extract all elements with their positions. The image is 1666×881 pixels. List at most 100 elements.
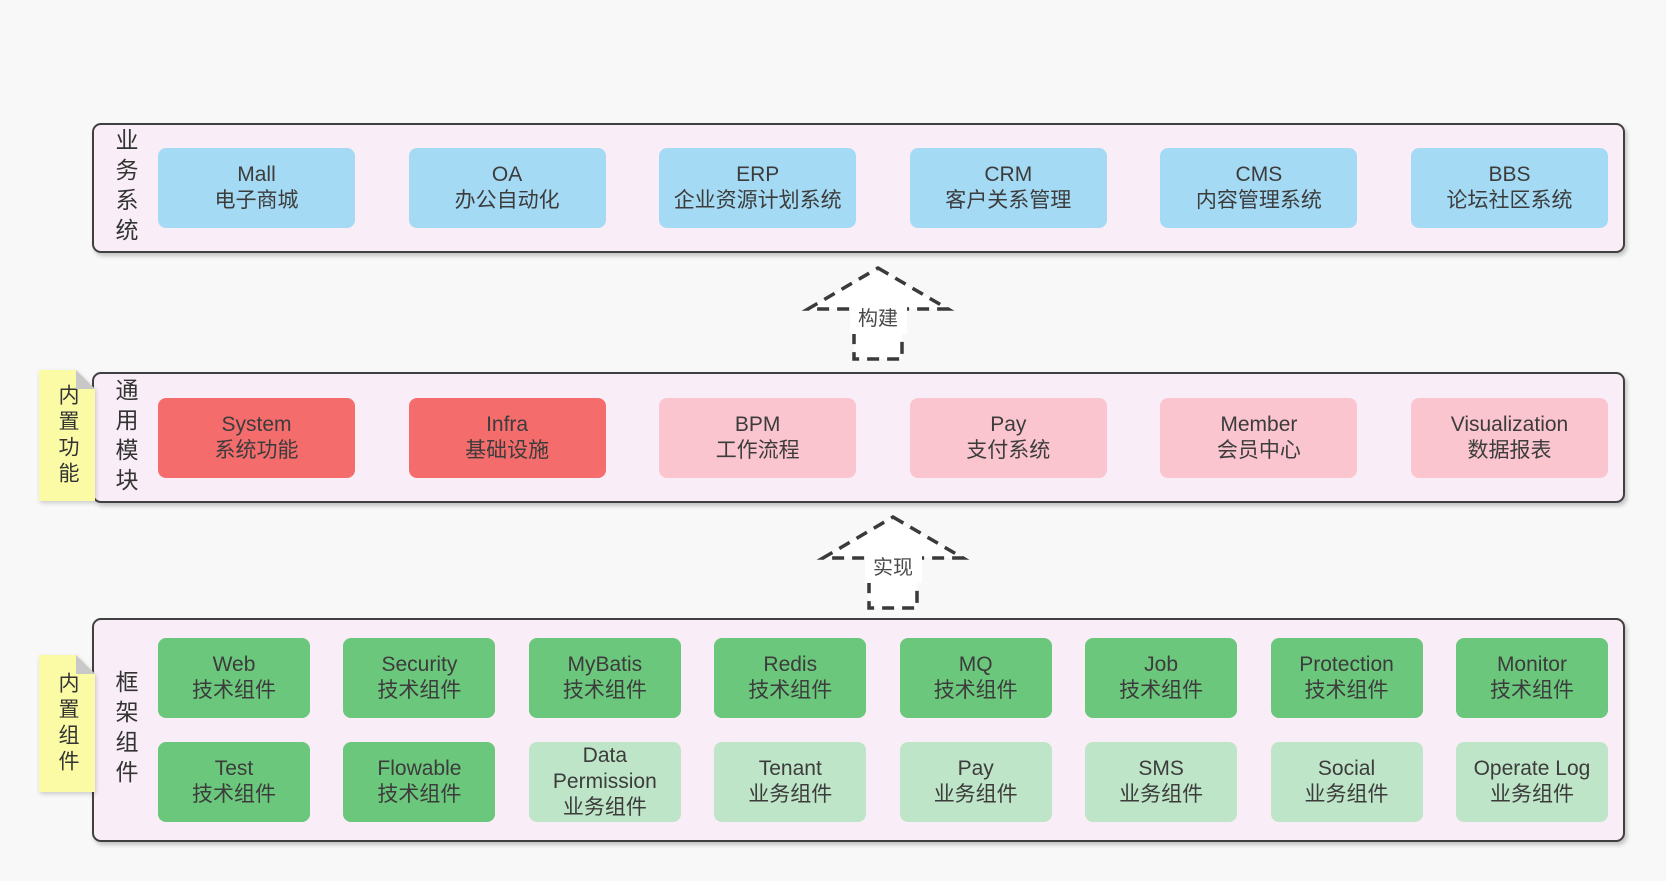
component-name: CMS [1235,163,1283,186]
component-desc: 办公自动化 [454,189,560,212]
component-box-flowable: Flowable 技术组件 [343,742,496,822]
layer-label-text: 框架组件 [112,670,138,790]
component-name: Job [1144,653,1179,676]
component-name: OA [491,163,523,186]
sticky-tag-paper: 内置功能 [39,370,95,501]
component-box-protection: Protection 技术组件 [1270,638,1423,718]
sticky-tag-text: 内置组件 [56,671,79,776]
component-name: Pay [990,412,1027,436]
component-desc: 工作流程 [715,438,800,462]
component-box-job: Job 技术组件 [1085,638,1238,718]
component-name: Web [212,653,256,676]
component-box-cms: CMS 内容管理系统 [1160,148,1358,228]
component-desc: 业务组件 [748,783,833,806]
component-name: Flowable [377,757,462,780]
component-desc: 企业资源计划系统 [673,189,842,212]
implement-arrow-label-bg [865,549,922,583]
component-desc: 技术组件 [192,783,276,806]
component-desc: 电子商城 [214,189,299,212]
component-name: Security [381,653,458,676]
component-desc: 技术组件 [933,679,1018,702]
component-desc: 系统功能 [214,438,299,462]
component-name: Data Permission [552,744,657,793]
component-name: Monitor [1496,653,1567,676]
component-desc: 技术组件 [1119,679,1204,702]
component-desc: 支付系统 [966,438,1051,462]
component-name: System [221,412,292,436]
build-arrow-label-bg [850,300,907,334]
component-name: Redis [763,653,818,676]
component-box-tenant: Tenant 业务组件 [714,742,867,822]
layer-label-business: 业务系统 [94,125,142,251]
sticky-tag-text: 内置功能 [56,383,79,488]
component-desc: 技术组件 [562,679,647,702]
component-name: Tenant [758,757,822,780]
component-name: ERP [736,163,780,186]
component-desc: 客户关系管理 [945,189,1072,212]
implement-arrow: 实现 [816,514,970,610]
component-name: CRM [984,163,1033,186]
component-box-oa: OA 办公自动化 [408,148,606,228]
folded-corner-icon [76,655,95,674]
build-arrow-label: 构建 [858,307,898,330]
component-box-data-permission: Data Permission 业务组件 [528,742,681,822]
component-desc: 业务组件 [933,783,1018,806]
folded-corner-icon [76,370,95,389]
layer-label-text: 通用模块 [112,377,138,498]
component-desc: 内容管理系统 [1195,189,1322,212]
component-desc: 技术组件 [1489,679,1574,702]
component-desc: 技术组件 [1304,679,1389,702]
component-desc: 业务组件 [562,796,647,819]
build-arrow: 构建 [801,265,955,361]
component-box-operate-log: Operate Log 业务组件 [1455,742,1608,822]
component-name: SMS [1138,757,1184,780]
component-box-crm: CRM 客户关系管理 [909,148,1107,228]
component-box-erp: ERP 企业资源计划系统 [659,148,857,228]
component-name: BPM [734,412,781,436]
implement-arrow-label: 实现 [873,556,913,579]
component-name: Operate Log [1473,757,1591,780]
component-desc: 论坛社区系统 [1446,189,1573,212]
component-desc: 业务组件 [1304,783,1389,806]
component-name: Visualization [1450,412,1569,436]
layer-label-text: 业务系统 [112,128,138,248]
component-box-monitor: Monitor 技术组件 [1455,638,1608,718]
component-desc: 技术组件 [377,783,462,806]
component-desc: 技术组件 [377,679,462,702]
component-desc: 基础设施 [465,438,550,462]
component-name: Pay [957,757,994,780]
layer-label-framework: 框架组件 [94,620,142,840]
sticky-tag-builtin-components: 内置组件 [39,655,95,792]
component-name: Member [1220,412,1298,436]
component-name: BBS [1488,163,1531,186]
component-desc: 数据报表 [1467,438,1552,462]
sticky-tag-builtin-features: 内置功能 [39,370,95,501]
component-desc: 业务组件 [1489,783,1574,806]
component-desc: 业务组件 [1119,783,1204,806]
component-box-pay: Pay 业务组件 [899,742,1052,822]
component-name: Protection [1299,653,1394,676]
component-box-sms: SMS 业务组件 [1085,742,1238,822]
